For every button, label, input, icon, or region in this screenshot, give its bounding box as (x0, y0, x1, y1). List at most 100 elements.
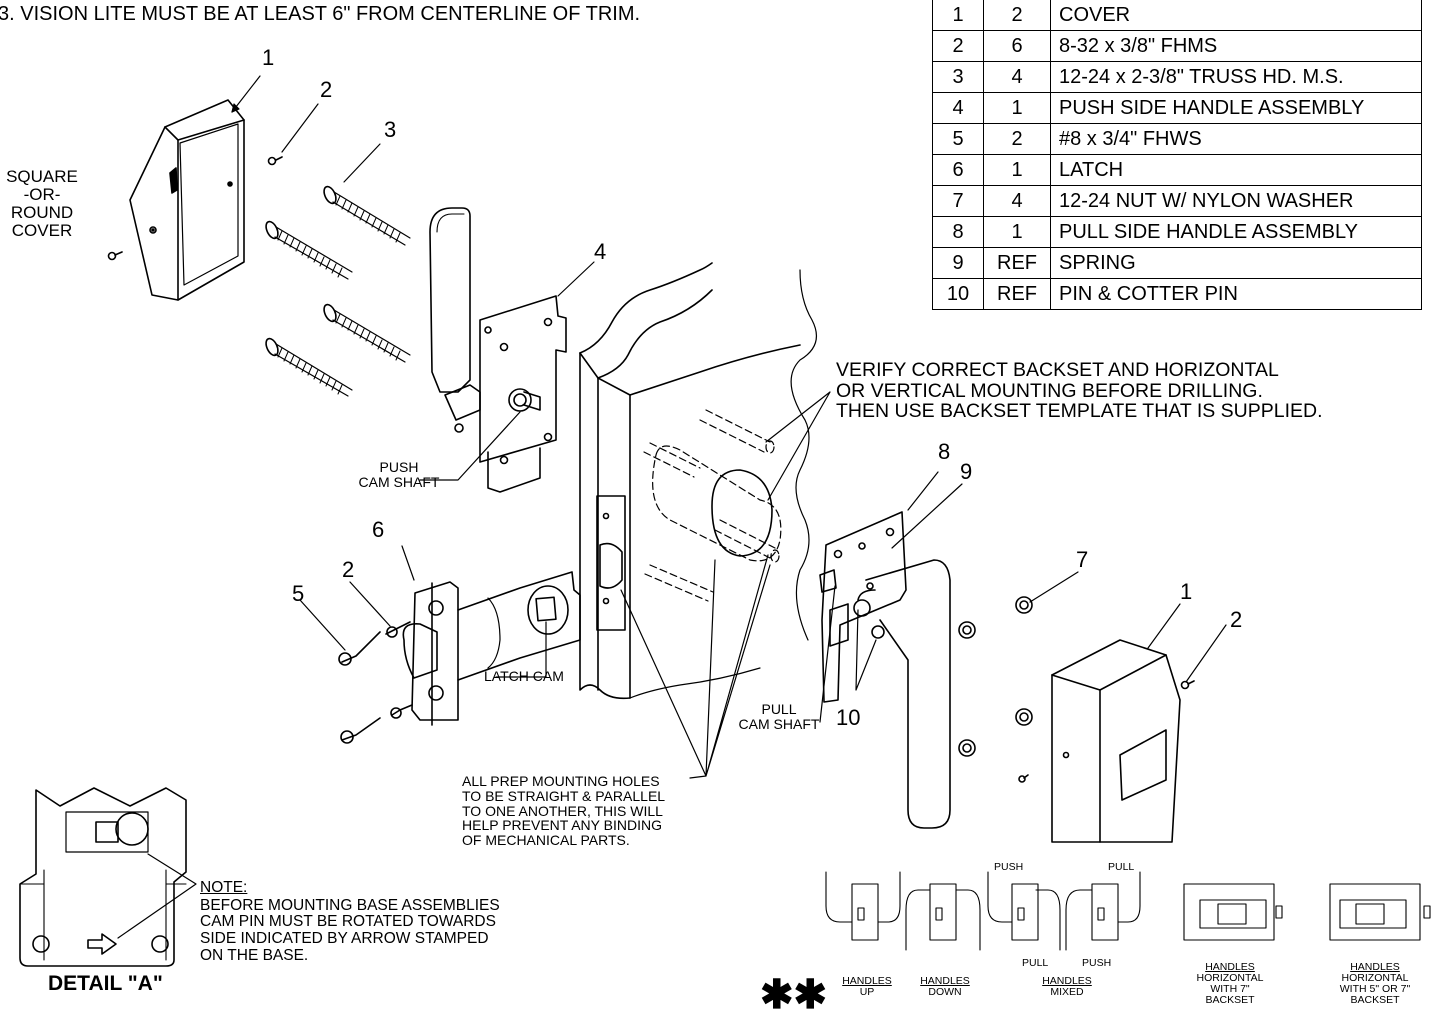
prep-holes-dashed (643, 409, 782, 602)
prep-note-line: TO BE STRAIGHT & PARALLEL (462, 787, 666, 804)
note-body-line: BEFORE MOUNTING BASE ASSEMBLIES (200, 896, 500, 914)
prep-note-line: ALL PREP MOUNTING HOLES (462, 773, 660, 789)
cover-type-label: SQUARE -OR- ROUND COVER (4, 168, 80, 239)
detail-a (19, 787, 197, 967)
parts-description: PUSH SIDE HANDLE ASSEMBLY (1050, 92, 1422, 124)
callout-1-top: 1 (262, 45, 275, 70)
door-edge (579, 262, 818, 700)
handles-horiz7-sub: WITH 7" (1210, 983, 1250, 996)
cover-right (1051, 639, 1181, 843)
parts-item-number: 7 (932, 185, 984, 217)
pull-cam-shaft-line: CAM SHAFT (738, 715, 820, 732)
cam-pin-note: NOTE: BEFORE MOUNTING BASE ASSEMBLIES CA… (200, 879, 500, 965)
callout-10: 10 (836, 705, 861, 730)
parts-description: 8-32 x 3/8" FHMS (1050, 30, 1422, 62)
pull-handle-assembly (819, 511, 951, 829)
parts-quantity: 2 (983, 0, 1051, 31)
callout-1-right: 1 (1180, 579, 1193, 604)
cover-top-left (129, 99, 245, 301)
parts-item-number: 10 (932, 278, 984, 310)
callout-2-mid: 2 (342, 557, 355, 582)
note-body-line: ON THE BASE. (200, 946, 309, 964)
handles-horiz5-title: HANDLES (1350, 961, 1400, 973)
parts-description: PULL SIDE HANDLE ASSEMBLY (1050, 216, 1422, 248)
cover-type-line: -OR- (23, 184, 61, 204)
note-title: NOTE: (200, 879, 248, 896)
handles-up-label: HANDLES UP (834, 975, 900, 998)
truss-screws-3 (265, 185, 411, 397)
callout-9: 9 (960, 459, 973, 484)
parts-item-number: 4 (932, 92, 984, 124)
verify-note-line: THEN USE BACKSET TEMPLATE THAT IS SUPPLI… (836, 400, 1323, 423)
handles-horiz7-title: HANDLES (1205, 961, 1255, 973)
callout-3: 3 (384, 117, 397, 142)
parts-quantity: 1 (983, 92, 1051, 124)
callout-5: 5 (292, 581, 305, 606)
parts-description: COVER (1050, 0, 1422, 31)
prep-note-line: HELP PREVENT ANY BINDING (462, 817, 662, 834)
handles-horiz5-sub: BACKSET (1350, 994, 1400, 1007)
pull-cam-shaft-label: PULL CAM SHAFT (734, 702, 824, 731)
verify-note-line: VERIFY CORRECT BACKSET AND HORIZONTAL (836, 359, 1279, 381)
handles-horiz7-label: HANDLES HORIZONTAL WITH 7" BACKSET (1190, 961, 1270, 1006)
parts-description: LATCH (1050, 154, 1422, 186)
parts-description: 12-24 x 2-3/8" TRUSS HD. M.S. (1050, 61, 1422, 93)
parts-description: PIN & COTTER PIN (1050, 278, 1422, 310)
verify-backset-note: VERIFY CORRECT BACKSET AND HORIZONTAL OR… (836, 360, 1323, 422)
parts-item-number: 8 (932, 216, 984, 248)
screws-latch (338, 621, 413, 744)
handle-config-diagrams (825, 871, 1431, 951)
screw-square-round-cover (107, 251, 123, 261)
cover-type-line: ROUND (10, 202, 74, 222)
leader-lines (231, 75, 1227, 779)
parts-quantity: 4 (983, 61, 1051, 93)
latch (402, 571, 581, 726)
parts-quantity: 1 (983, 216, 1051, 248)
handles-mixed-label: HANDLES MIXED (1030, 975, 1104, 998)
verify-note-line: OR VERTICAL MOUNTING BEFORE DRILLING. (836, 379, 1263, 402)
cover-type-line: SQUARE (6, 167, 78, 186)
note-body-line: SIDE INDICATED BY ARROW STAMPED (200, 930, 489, 948)
parts-quantity: REF (983, 247, 1051, 279)
vision-lite-note: 3. VISION LITE MUST BE AT LEAST 6" FROM … (0, 3, 641, 25)
pull-label-b: PULL (1022, 957, 1049, 969)
detail-a-title: DETAIL "A" (48, 972, 163, 995)
push-handle-assembly (429, 207, 567, 493)
parts-description: 12-24 NUT W/ NYLON WASHER (1050, 185, 1422, 217)
parts-quantity: 4 (983, 185, 1051, 217)
handles-up-title: HANDLES (842, 975, 892, 987)
parts-item-number: 5 (932, 123, 984, 155)
note-body-line: CAM PIN MUST BE ROTATED TOWARDS (200, 913, 496, 931)
parts-item-number: 6 (932, 154, 984, 186)
handles-down-label: HANDLES DOWN (910, 975, 980, 999)
handles-down-sub: DOWN (928, 986, 962, 999)
parts-quantity: 2 (983, 123, 1051, 155)
prep-note-line: OF MECHANICAL PARTS. (462, 832, 630, 849)
parts-item-number: 2 (932, 30, 984, 62)
push-cam-shaft-line: CAM SHAFT (358, 473, 440, 490)
push-label-b: PUSH (1082, 957, 1112, 969)
asterisk-marks: ✱✱ (760, 973, 828, 1017)
screw-2-right (1180, 680, 1195, 690)
handles-down-title: HANDLES (920, 975, 970, 987)
parts-quantity: REF (983, 278, 1051, 310)
handles-horiz5-sub: WITH 5" OR 7" (1339, 983, 1411, 996)
parts-description: #8 x 3/4" FHWS (1050, 123, 1422, 155)
pull-cam-shaft-line: PULL (761, 701, 797, 717)
parts-item-number: 9 (932, 247, 984, 279)
parts-quantity: 6 (983, 30, 1051, 62)
prep-note-line: TO ONE ANOTHER, THIS WILL (462, 802, 663, 819)
callout-7: 7 (1076, 547, 1089, 572)
cover-type-line: COVER (11, 220, 73, 240)
